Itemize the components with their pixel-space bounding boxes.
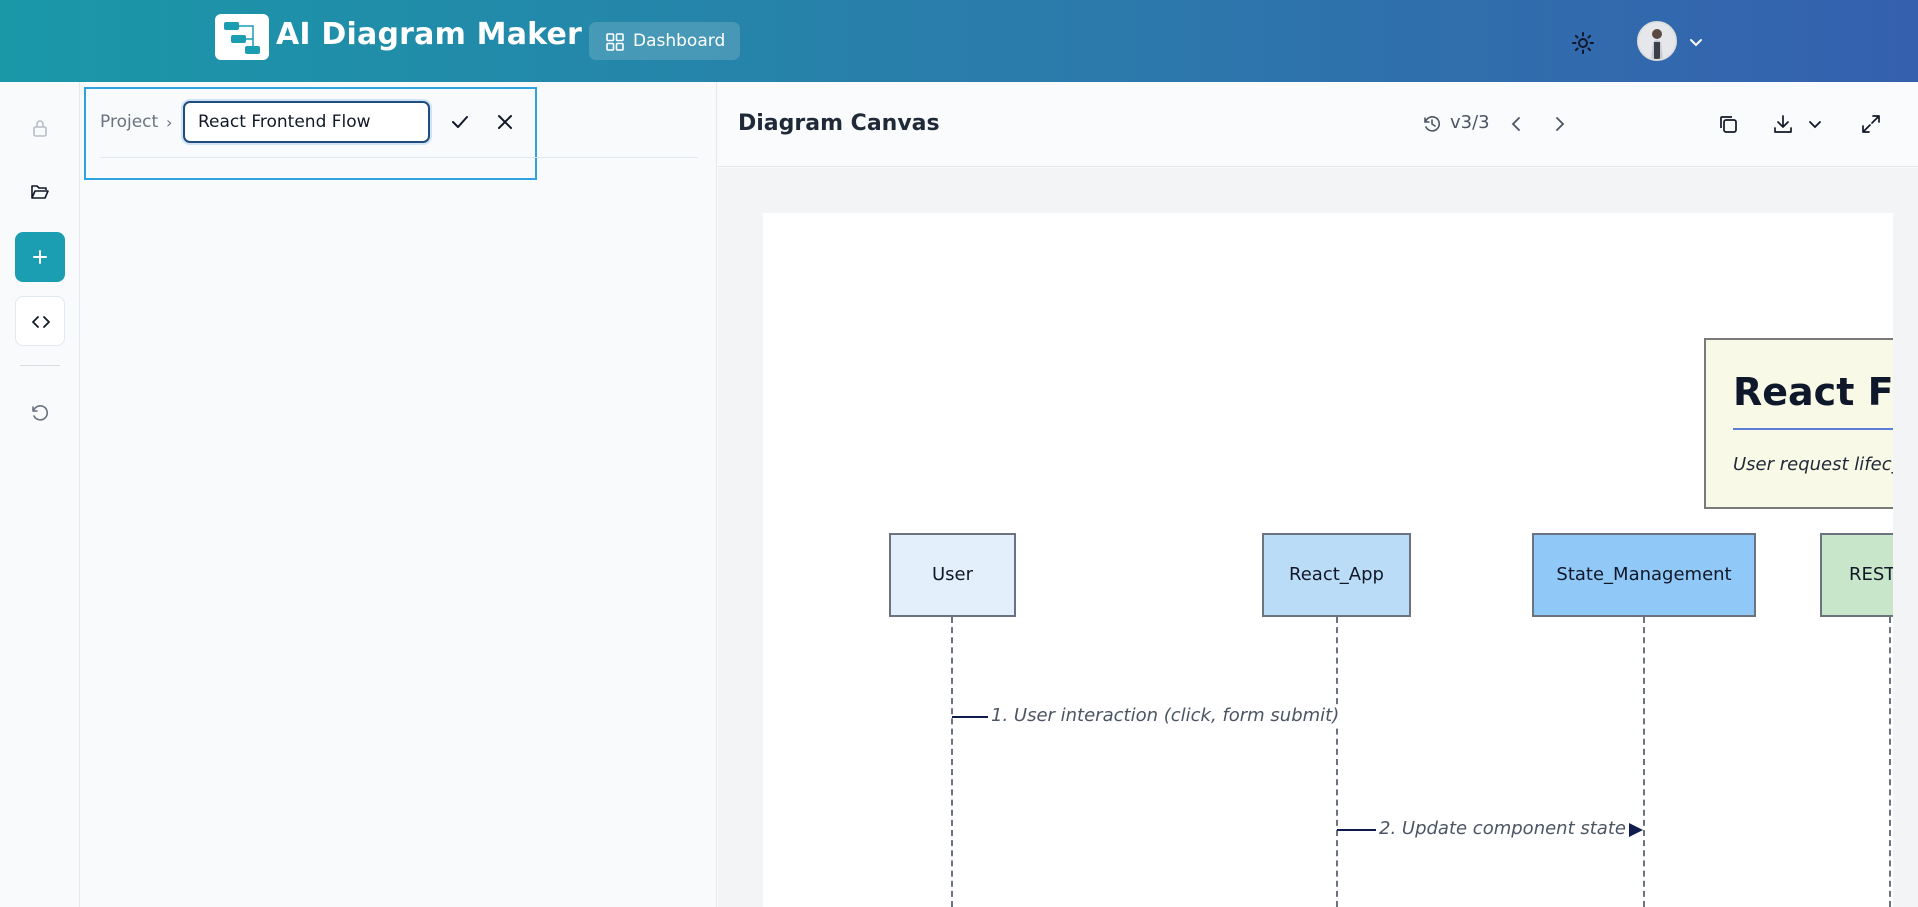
close-icon[interactable]: [493, 110, 517, 134]
lifeline-state-management: [1643, 617, 1645, 907]
app-logo-icon[interactable]: [215, 14, 269, 60]
code-view-button[interactable]: [15, 296, 65, 346]
message-label-1: 1. User interaction (click, form submit): [988, 705, 1343, 726]
project-name-input[interactable]: [183, 101, 430, 143]
project-panel: [80, 82, 717, 907]
participant-state-management[interactable]: State_Management: [1532, 533, 1756, 617]
fullscreen-icon[interactable]: [1860, 113, 1882, 135]
diagram-title-underline: [1733, 428, 1918, 430]
folder-open-icon: [31, 185, 49, 199]
breadcrumb-separator: ›: [166, 113, 173, 132]
message-label-2: 2. Update component state: [1376, 818, 1629, 839]
lifeline-rest: [1889, 617, 1891, 907]
participant-react-app[interactable]: React_App: [1262, 533, 1411, 617]
app-header: AI Diagram Maker Dashboard: [0, 0, 1918, 82]
code-icon: [32, 316, 50, 328]
rail-divider: [20, 365, 60, 366]
dashboard-button[interactable]: Dashboard: [589, 22, 740, 60]
history-icon[interactable]: [1422, 114, 1442, 134]
canvas-gutter: [1893, 168, 1918, 907]
version-indicator: v3/3: [1450, 112, 1490, 133]
panel-divider: [100, 157, 698, 158]
lock-button[interactable]: [15, 103, 65, 153]
user-photo-icon: [1639, 23, 1675, 59]
diagram-subtitle: User request lifecycl: [1733, 454, 1918, 475]
canvas-title: Diagram Canvas: [738, 111, 940, 136]
download-icon[interactable]: [1772, 113, 1794, 135]
dashboard-label: Dashboard: [633, 31, 726, 51]
avatar[interactable]: [1637, 21, 1677, 61]
lifeline-react-app: [1336, 617, 1338, 907]
breadcrumb-project[interactable]: Project: [100, 112, 159, 132]
history-reset-button[interactable]: [15, 388, 65, 438]
lock-icon: [33, 120, 47, 137]
project-name-editor: [84, 87, 537, 180]
chevron-right-icon[interactable]: [1549, 114, 1569, 134]
app-title: AI Diagram Maker: [276, 17, 583, 52]
sun-icon[interactable]: [1570, 30, 1596, 56]
rotate-ccw-icon: [32, 405, 49, 421]
check-icon[interactable]: [448, 110, 472, 134]
lifeline-user: [951, 617, 953, 907]
canvas-toolbar: [718, 82, 1918, 167]
tool-rail: [0, 82, 80, 907]
grid-icon: [606, 33, 624, 51]
download-options-chevron-icon[interactable]: [1807, 116, 1823, 132]
new-diagram-button[interactable]: [15, 232, 65, 282]
chevron-down-icon[interactable]: [1688, 34, 1704, 50]
arrowhead-2: [1629, 823, 1643, 837]
participant-user[interactable]: User: [889, 533, 1016, 617]
copy-icon[interactable]: [1717, 113, 1739, 135]
diagram-title-box[interactable]: [1704, 338, 1918, 509]
diagram-title: React Fro: [1733, 370, 1918, 414]
plus-icon: [33, 250, 47, 264]
chevron-left-icon[interactable]: [1507, 114, 1527, 134]
open-folder-button[interactable]: [15, 167, 65, 217]
